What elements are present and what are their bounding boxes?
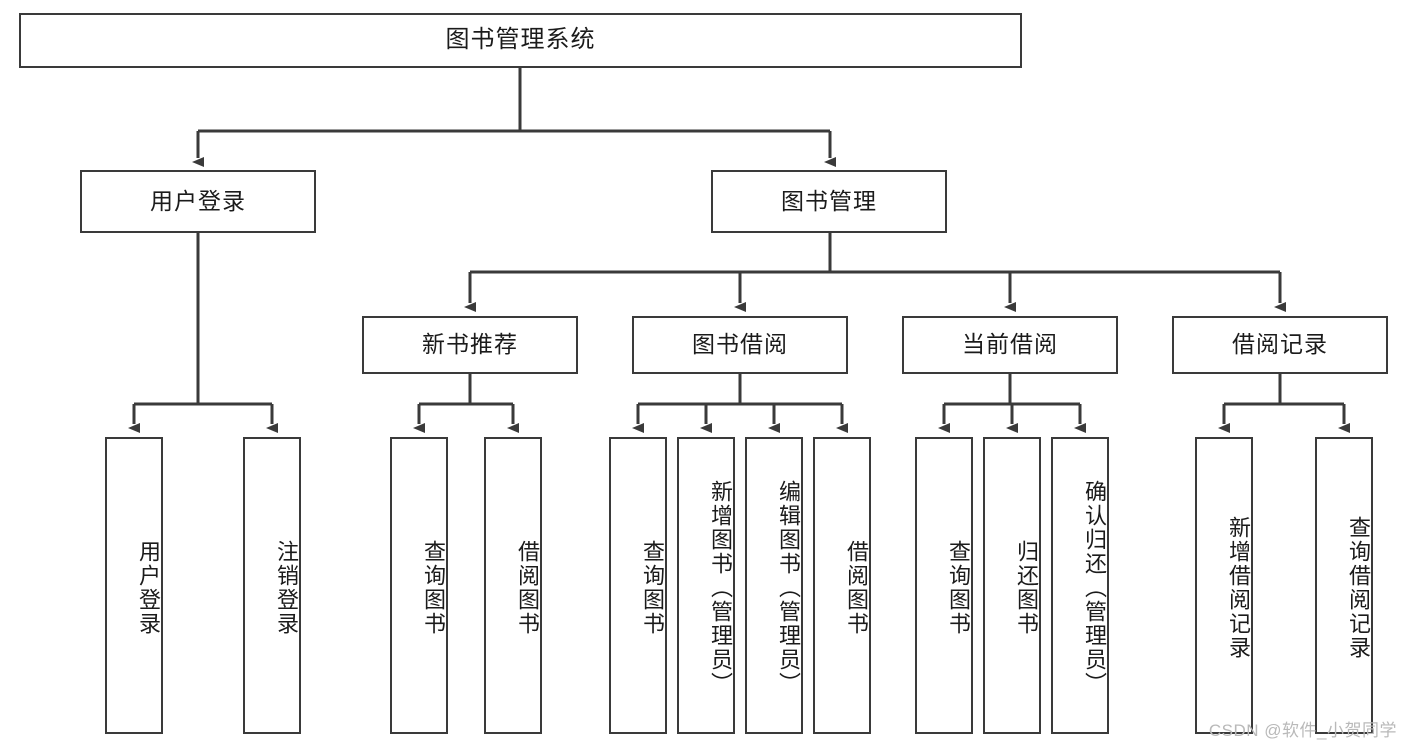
node-label: 图书管理系统	[445, 26, 596, 54]
node-borrow-records[interactable]: 借阅记录	[1172, 316, 1388, 374]
watermark-text: CSDN @软件_小贺同学	[1208, 721, 1397, 740]
leaf-query-borrow-record[interactable]: 查询借阅记录	[1315, 437, 1373, 734]
node-label: 用户登录	[150, 187, 246, 214]
leaf-borrow-book[interactable]: 借阅图书	[813, 437, 871, 734]
node-book-management[interactable]: 图书管理	[711, 170, 947, 233]
node-label: 新增图书（管理员）	[708, 479, 733, 696]
leaf-user-login[interactable]: 用户登录	[105, 437, 163, 734]
leaf-confirm-return-admin[interactable]: 确认归还（管理员）	[1051, 437, 1109, 734]
node-current-borrow[interactable]: 当前借阅	[902, 316, 1118, 374]
leaf-query-book-borrow[interactable]: 查询图书	[609, 437, 667, 734]
leaf-edit-book-admin[interactable]: 编辑图书（管理员）	[745, 437, 803, 734]
leaf-borrow-book-newbook[interactable]: 借阅图书	[484, 437, 542, 734]
node-book-borrow[interactable]: 图书借阅	[632, 316, 848, 374]
leaf-add-book-admin[interactable]: 新增图书（管理员）	[677, 437, 735, 734]
node-label: 归还图书	[1014, 539, 1039, 636]
node-label: 图书借阅	[692, 331, 788, 358]
node-label: 注销登录	[274, 539, 299, 636]
node-label: 借阅记录	[1232, 331, 1328, 358]
node-label: 查询图书	[946, 539, 971, 636]
node-label: 用户登录	[136, 539, 161, 636]
leaf-return-book[interactable]: 归还图书	[983, 437, 1041, 734]
leaf-query-book-current[interactable]: 查询图书	[915, 437, 973, 734]
node-label: 借阅图书	[844, 539, 869, 636]
leaf-add-borrow-record[interactable]: 新增借阅记录	[1195, 437, 1253, 734]
node-new-book-recommend[interactable]: 新书推荐	[362, 316, 578, 374]
leaf-query-book-newbook[interactable]: 查询图书	[390, 437, 448, 734]
node-label: 新书推荐	[422, 331, 518, 358]
node-label: 新增借阅记录	[1226, 515, 1251, 660]
node-label: 借阅图书	[515, 539, 540, 636]
node-label: 查询借阅记录	[1346, 515, 1371, 660]
node-label: 查询图书	[421, 539, 446, 636]
node-label: 编辑图书（管理员）	[776, 479, 801, 696]
node-label: 图书管理	[781, 187, 877, 214]
leaf-logout[interactable]: 注销登录	[243, 437, 301, 734]
node-root-book-management-system[interactable]: 图书管理系统	[19, 13, 1022, 68]
node-user-login[interactable]: 用户登录	[80, 170, 316, 233]
node-label: 确认归还（管理员）	[1082, 479, 1107, 696]
node-label: 当前借阅	[962, 331, 1058, 358]
node-label: 查询图书	[640, 539, 665, 636]
